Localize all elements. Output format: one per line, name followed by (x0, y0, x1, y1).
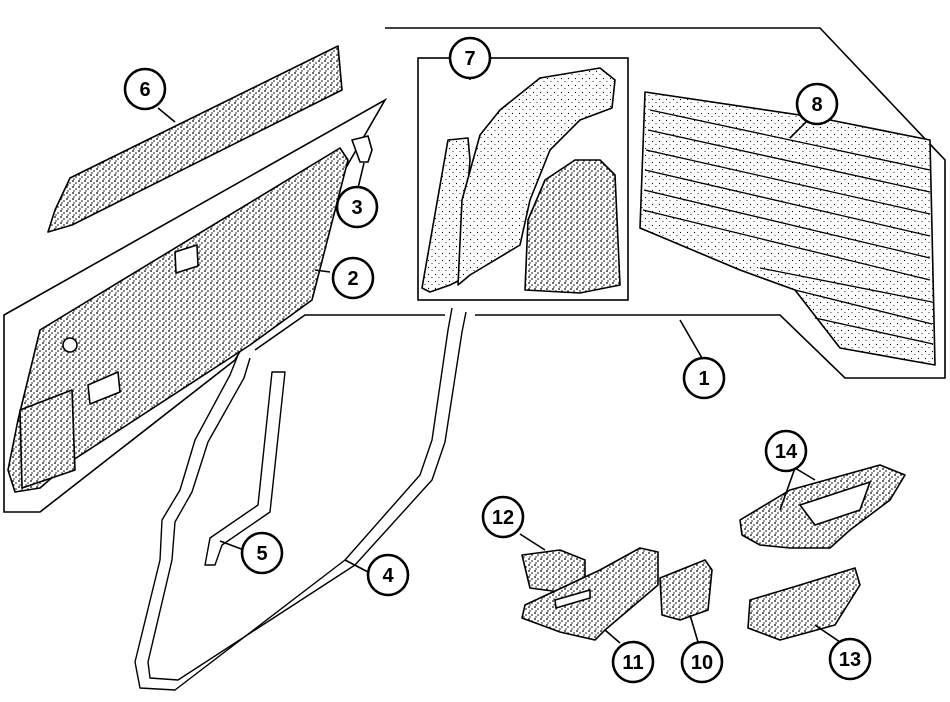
callout-3: 3 (335, 185, 379, 229)
callout-label-11: 11 (622, 652, 643, 674)
part-7-quarter-panel-main (457, 67, 616, 286)
callout-label-8: 8 (811, 94, 822, 116)
callout-circle-13 (828, 637, 872, 681)
callout-label-13: 13 (839, 649, 861, 671)
part-4-door-seal-inner (147, 311, 467, 681)
callout-13: 13 (828, 637, 872, 681)
callout-circle-1 (682, 356, 726, 400)
callout-10: 10 (680, 640, 724, 684)
callout-label-10: 10 (691, 652, 713, 674)
callout-circle-11 (611, 640, 655, 684)
part-2-handle-recess (174, 244, 199, 274)
part-11-slot (554, 589, 591, 609)
callout-circle-10 (680, 640, 724, 684)
part-3-clip (351, 135, 373, 163)
callout-5: 5 (240, 531, 284, 575)
assembly-frame-7 (417, 57, 629, 301)
part-2-map-pocket (19, 389, 76, 489)
callout-8: 8 (795, 82, 839, 126)
callout-6: 6 (123, 67, 167, 111)
part-7-quarter-panel-front (421, 137, 471, 293)
part-8-luggage-board (639, 91, 936, 366)
callout-14: 14 (764, 429, 808, 473)
callout-circle-2 (331, 256, 375, 300)
callout-circle-14 (764, 429, 808, 473)
callout-label-5: 5 (256, 543, 267, 565)
callout-label-7: 7 (464, 48, 475, 70)
callout-circle-6 (123, 67, 167, 111)
callout-12: 12 (481, 495, 525, 539)
part-14-opening (799, 481, 871, 526)
part-8-ribs (642, 109, 934, 345)
part-5-finisher-strip (204, 371, 286, 566)
part-4-door-seal-outer (134, 307, 453, 691)
part-13-tunnel-trim (747, 567, 861, 641)
part-2-pull-recess (87, 371, 121, 405)
callout-label-3: 3 (351, 197, 362, 219)
leader-lines (157, 76, 841, 644)
callout-2: 2 (331, 256, 375, 300)
part-10-side-trim (659, 559, 713, 621)
callout-11: 11 (611, 640, 655, 684)
callout-circle-12 (481, 495, 525, 539)
callout-circle-7 (448, 36, 492, 80)
part-7-wheel-arch-cover (524, 159, 621, 294)
callout-label-14: 14 (775, 441, 798, 463)
callout-label-12: 12 (492, 507, 514, 529)
part-2-door-trim-panel (7, 147, 349, 493)
callout-circle-5 (240, 531, 284, 575)
callout-label-6: 6 (139, 79, 150, 101)
part-2-winder-hole (62, 337, 78, 353)
callout-7: 7 (448, 36, 492, 80)
callout-circle-8 (795, 82, 839, 126)
callout-label-1: 1 (698, 368, 709, 390)
callout-4: 4 (366, 553, 410, 597)
callout-label-4: 4 (382, 565, 394, 587)
callout-1: 1 (682, 356, 726, 400)
callout-circle-4 (366, 553, 410, 597)
callout-circle-3 (335, 185, 379, 229)
part-6-door-capping (47, 45, 343, 233)
callout-label-2: 2 (347, 268, 358, 290)
